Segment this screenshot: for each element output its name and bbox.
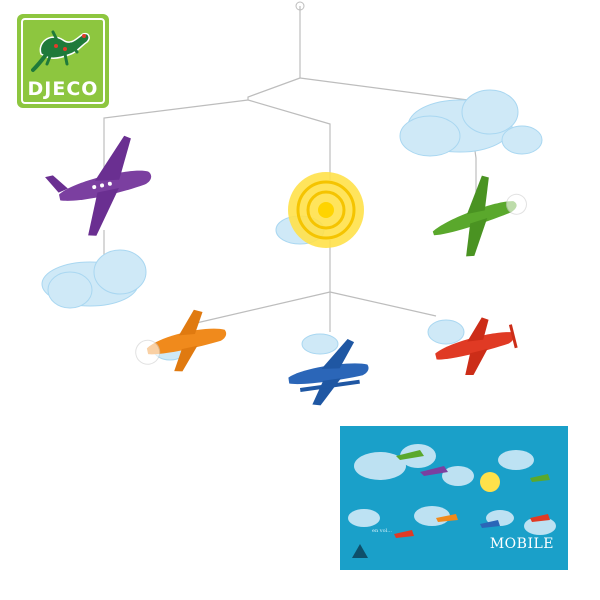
djeco-logo: DJECO [17, 14, 109, 108]
cloud-icon [399, 89, 543, 157]
blue-airplane [288, 338, 369, 406]
cloud-icon [41, 249, 147, 309]
hanging-ring [295, 1, 305, 11]
box-illustration [348, 444, 556, 558]
cloud-icon [427, 319, 465, 345]
green-airplane [432, 175, 527, 257]
cloud-icon [301, 333, 339, 355]
brand-name: DJECO [27, 78, 99, 100]
mobile-wires [103, 6, 477, 332]
orange-airplane [135, 309, 227, 372]
purple-airplane [45, 135, 152, 236]
red-airplane [435, 317, 518, 376]
box-title: MOBILE [489, 536, 554, 552]
gecko-icon [31, 30, 90, 72]
sun-icon [288, 172, 364, 248]
product-box: en vol... MOBILE [340, 426, 568, 570]
box-subtitle: en vol... [372, 528, 392, 534]
logo-frame [21, 18, 105, 104]
